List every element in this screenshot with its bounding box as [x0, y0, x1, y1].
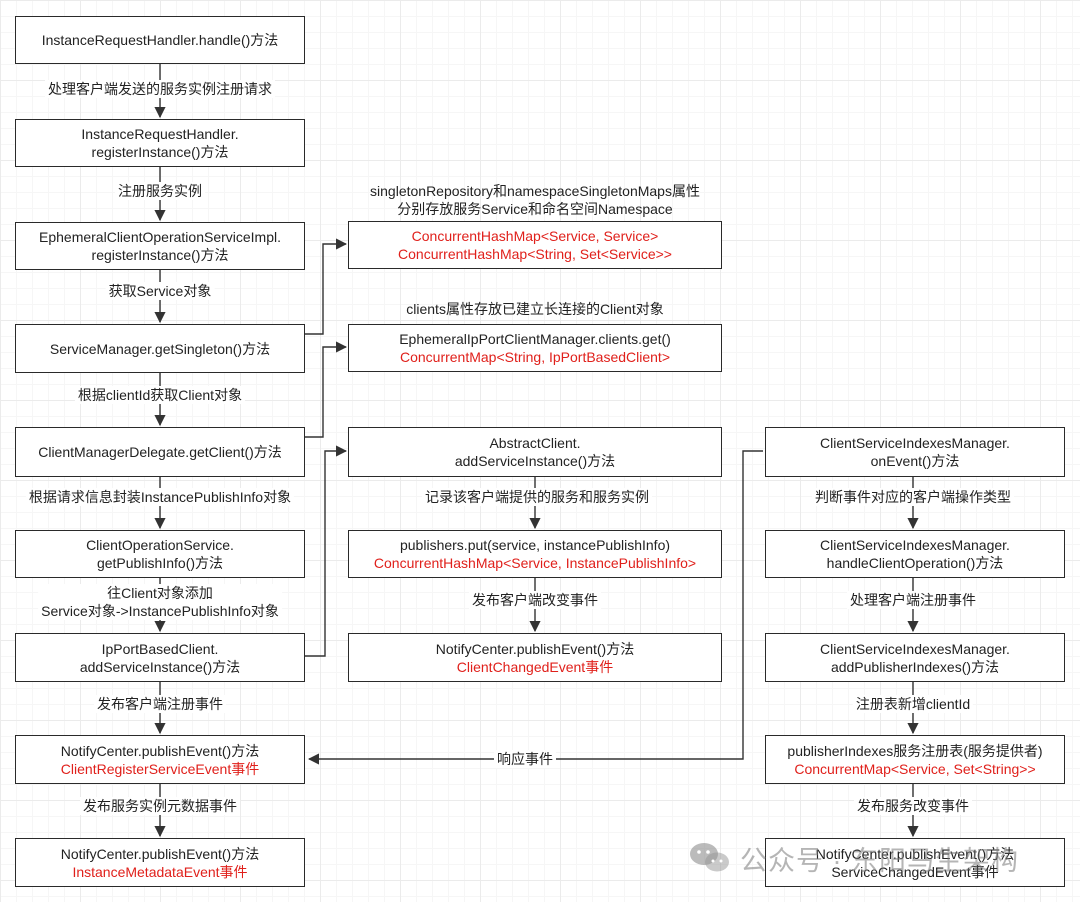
response-event-label: 响应事件 [494, 750, 556, 768]
box-handle-client-operation-line2: handleClientOperation()方法 [826, 555, 1004, 571]
box-ephemeral-register-line1: EphemeralClientOperationServiceImpl. [39, 229, 281, 245]
caption-clients: clients属性存放已建立长连接的Client对象 [406, 301, 664, 317]
box-ipport-add-instance-line2: addServiceInstance()方法 [79, 658, 241, 675]
box-on-event: ClientServiceIndexesManager. onEvent()方法 [765, 427, 1065, 477]
box-ipport-add-instance-line1: IpPortBasedClient. [101, 640, 219, 657]
box-handle: InstanceRequestHandler.handle()方法 [15, 16, 305, 64]
box-clients-map-line1: EphemeralIpPortClientManager.clients.get… [399, 331, 671, 347]
box-get-client: ClientManagerDelegate.getClient()方法 [15, 427, 305, 477]
edge-label-l2: 注册服务实例 [115, 182, 205, 200]
edge-label-l1: 处理客户端发送的服务实例注册请求 [45, 80, 275, 98]
caption-singleton-line1: singletonRepository和namespaceSingletonMa… [370, 183, 700, 199]
box-register-instance-line1: InstanceRequestHandler. [81, 126, 239, 142]
box-singleton-maps-red1: ConcurrentHashMap<Service, Service> [411, 228, 659, 244]
box-publishers-put: publishers.put(service, instancePublishI… [348, 530, 722, 578]
box-publish-register-event-line1: NotifyCenter.publishEvent()方法 [60, 742, 260, 759]
box-publish-changed-event: NotifyCenter.publishEvent()方法 ClientChan… [348, 633, 722, 682]
edge-label-l7: 发布客户端注册事件 [94, 695, 226, 713]
arrow-clientmanager-clients [305, 341, 348, 438]
box-publishers-put-line1: publishers.put(service, instancePublishI… [399, 537, 671, 553]
box-publisher-indexes-line1: publisherIndexes服务注册表(服务提供者) [787, 742, 1043, 759]
box-singleton-maps: ConcurrentHashMap<Service, Service> Conc… [348, 221, 722, 269]
edge-label-l4: 根据clientId获取Client对象 [74, 386, 246, 404]
box-publish-register-event-red: ClientRegisterServiceEvent事件 [60, 760, 260, 777]
box-publish-register-event: NotifyCenter.publishEvent()方法 ClientRegi… [15, 735, 305, 784]
box-publisher-indexes: publisherIndexes服务注册表(服务提供者) ConcurrentM… [765, 735, 1065, 784]
edge-label-m1: 记录该客户端提供的服务和服务实例 [422, 488, 652, 506]
box-add-publisher-indexes: ClientServiceIndexesManager. addPublishe… [765, 633, 1065, 682]
box-publish-service-changed-line1: NotifyCenter.publishEvent()方法 [815, 845, 1015, 862]
box-handle-client-operation: ClientServiceIndexesManager. handleClien… [765, 530, 1065, 578]
box-get-singleton-text: ServiceManager.getSingleton()方法 [49, 340, 271, 357]
box-publishers-put-red: ConcurrentHashMap<Service, InstancePubli… [373, 555, 697, 571]
edge-label-l6: 往Client对象添加 Service对象->InstancePublishIn… [38, 584, 282, 620]
arrow-ipport-abstract [305, 445, 348, 657]
box-handle-client-operation-line1: ClientServiceIndexesManager. [820, 537, 1010, 553]
box-publish-metadata-event-red: InstanceMetadataEvent事件 [72, 863, 248, 880]
box-publish-metadata-event: NotifyCenter.publishEvent()方法 InstanceMe… [15, 838, 305, 887]
edge-label-l5: 根据请求信息封装InstancePublishInfo对象 [25, 488, 295, 506]
box-abstract-client-line1: AbstractClient. [489, 435, 581, 451]
box-clients-map-red: ConcurrentMap<String, IpPortBasedClient> [399, 349, 671, 365]
caption-singleton-line2: 分别存放服务Service和命名空间Namespace [397, 201, 673, 217]
box-add-publisher-indexes-line1: ClientServiceIndexesManager. [820, 640, 1010, 657]
edge-label-l3: 获取Service对象 [105, 282, 215, 300]
edge-label-l6-line1: 往Client对象添加 [107, 585, 213, 601]
box-publish-changed-event-line1: NotifyCenter.publishEvent()方法 [435, 640, 635, 657]
box-register-instance-line2: registerInstance()方法 [91, 144, 229, 160]
box-handle-text: InstanceRequestHandler.handle()方法 [41, 32, 279, 48]
box-publish-service-changed: NotifyCenter.publishEvent()方法 ServiceCha… [765, 838, 1065, 887]
box-clients-map: EphemeralIpPortClientManager.clients.get… [348, 324, 722, 372]
box-publisher-indexes-red: ConcurrentMap<Service, Set<String>> [794, 760, 1036, 777]
box-ipport-add-instance: IpPortBasedClient. addServiceInstance()方… [15, 633, 305, 682]
box-get-publish-info-line2: getPublishInfo()方法 [96, 555, 224, 571]
edge-label-r3: 注册表新增clientId [852, 695, 974, 713]
edge-label-l6-line2: Service对象->InstancePublishInfo对象 [41, 603, 279, 619]
edge-label-l8: 发布服务实例元数据事件 [80, 797, 240, 815]
box-get-singleton: ServiceManager.getSingleton()方法 [15, 324, 305, 373]
box-on-event-line1: ClientServiceIndexesManager. [820, 435, 1010, 451]
edge-label-r1: 判断事件对应的客户端操作类型 [812, 488, 1014, 506]
box-abstract-client: AbstractClient. addServiceInstance()方法 [348, 427, 722, 477]
box-publish-service-changed-line2: ServiceChangedEvent事件 [831, 863, 999, 880]
box-get-publish-info: ClientOperationService. getPublishInfo()… [15, 530, 305, 578]
box-get-client-text: ClientManagerDelegate.getClient()方法 [38, 444, 282, 460]
box-ephemeral-register: EphemeralClientOperationServiceImpl. reg… [15, 222, 305, 270]
box-singleton-maps-red2: ConcurrentHashMap<String, Set<Service>> [398, 246, 672, 262]
box-publish-changed-event-red: ClientChangedEvent事件 [456, 658, 614, 675]
edge-label-r4: 发布服务改变事件 [854, 797, 972, 815]
caption-singleton: singletonRepository和namespaceSingletonMa… [370, 182, 700, 218]
box-add-publisher-indexes-line2: addPublisherIndexes()方法 [830, 658, 1000, 675]
box-abstract-client-line2: addServiceInstance()方法 [454, 453, 616, 469]
edge-label-m2: 发布客户端改变事件 [469, 591, 601, 609]
box-publish-metadata-event-line1: NotifyCenter.publishEvent()方法 [60, 845, 260, 862]
box-register-instance: InstanceRequestHandler. registerInstance… [15, 119, 305, 167]
box-ephemeral-register-line2: registerInstance()方法 [91, 247, 229, 263]
arrow-servicemanager-singleton [305, 238, 348, 335]
box-on-event-line2: onEvent()方法 [870, 453, 960, 469]
box-get-publish-info-line1: ClientOperationService. [86, 537, 234, 553]
edge-label-r2: 处理客户端注册事件 [847, 591, 979, 609]
